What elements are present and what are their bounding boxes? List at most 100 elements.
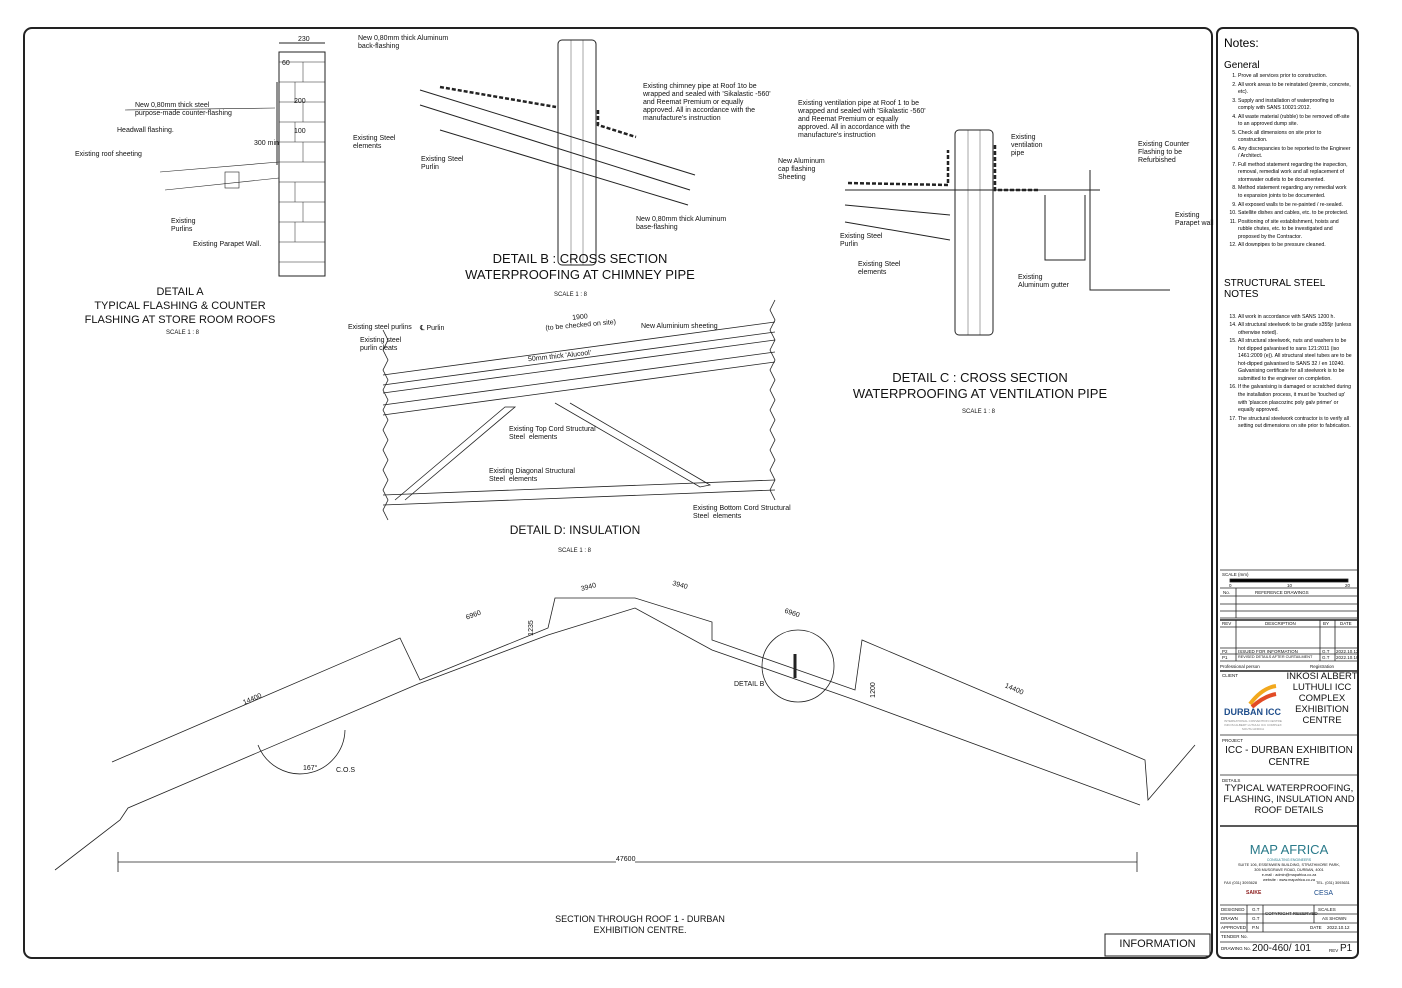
label-bottom-cord: Existing Bottom Cord Structural Steel el… [693, 505, 791, 521]
client-logo-text: DURBAN ICC [1224, 707, 1281, 717]
dim-47600: 47600 [616, 856, 636, 865]
dim-200: 200 [294, 98, 306, 105]
information-stamp: INFORMATION [1119, 938, 1196, 950]
dim-100: 100 [294, 128, 306, 135]
details-label: DETAILS [1222, 778, 1241, 783]
scale-label: SCALE (mm) [1222, 572, 1249, 577]
note-item: Positioning of site establishment, hoist… [1238, 219, 1352, 242]
ref-no-header: No. [1223, 590, 1231, 595]
rev-label: REV [1329, 948, 1339, 953]
client-logo-subtext: INTERNATIONAL CONVENTION CENTRE INKOSI A… [1224, 719, 1282, 731]
firm-subtitle: CONSULTING ENGINEERS [1266, 858, 1312, 862]
registration-label: Registration [1310, 664, 1335, 669]
rev-cell: P2 [1222, 649, 1228, 654]
designed-by: G.T [1252, 907, 1260, 912]
steel-notes-list: All work in accordance with SANS 1200 h.… [1224, 314, 1352, 431]
note-item: Full method statement regarding the insp… [1238, 162, 1352, 185]
label-centreline-purlin: ℄ Purlin [420, 325, 445, 332]
scale-tick: 10 [1287, 583, 1293, 588]
designed-label: DESIGNED [1221, 907, 1245, 912]
label-gutter: Existing Aluminum gutter [1018, 274, 1069, 290]
note-item: The structural steelwork contractor is t… [1238, 416, 1352, 431]
general-notes-list: Prove all services prior to construction… [1224, 73, 1352, 250]
dim-1200: 1200 [869, 682, 877, 698]
firm-email: e-mail : admin@mapafrica.co.za [1261, 873, 1317, 877]
firm-tel: TEL. (031) 3093631 [1316, 881, 1350, 885]
detail-d-title: DETAIL D: INSULATION [509, 523, 641, 537]
note-item: All structural steelwork, nuts and washe… [1238, 338, 1352, 383]
title-block-border [1216, 27, 1359, 959]
firm-logo-text: MAP AFRICA [1249, 842, 1329, 857]
saice-logo: SAIKE [1246, 890, 1262, 896]
label-headwall: Headwall flashing. [117, 127, 174, 134]
detail-a-scale: SCALE 1 : 8 [166, 330, 200, 336]
label-steel-elements: Existing Steel elements [353, 135, 396, 151]
label-ventilation-pipe: Existing ventilation pipe [1011, 134, 1043, 158]
reference-drawings-header: REFERENCE DRAWINGS [1255, 590, 1309, 595]
label-parapet: Existing Parapet Wall. [193, 241, 262, 248]
label-aluminium-sheeting: New Aluminium sheeting [641, 323, 718, 330]
firm-address-1: SUITE 106, ESSENWEN BUILDING, STRATHMORE… [1238, 863, 1340, 867]
detail-c-scale: SCALE 1 : 8 [962, 409, 996, 415]
label-parapet-wall-c: Existing Parapet wall [1175, 212, 1214, 228]
label-steel-purlin: Existing Steel Purlin [421, 156, 464, 172]
rev-cell: P1 [1222, 655, 1228, 660]
drawing-number: 200-460/ 101 [1252, 943, 1311, 954]
note-item: All waste material (rubble) to be remove… [1238, 114, 1352, 129]
desc-cell: REVISED DETAILS AFTER CURTAILMENT [1238, 655, 1313, 659]
detail-b-linework [419, 39, 696, 266]
project-label: PROJECT [1222, 738, 1244, 743]
structural-steel-heading: STRUCTURAL STEEL NOTES [1224, 277, 1325, 300]
note-item: Any discrepancies to be reported to the … [1238, 146, 1352, 161]
title-block-grid [1220, 569, 1358, 943]
label-detail-b-ref: DETAIL B [734, 681, 765, 688]
detail-d-linework [382, 299, 776, 521]
label-purlin-cleats: Existing steel purlin cleats [360, 337, 402, 353]
note-item: If the galvanising is damaged or scratch… [1238, 384, 1352, 414]
detail-c-linework [844, 129, 1170, 336]
firm-fax: FAX (031) 3093628 [1224, 881, 1257, 885]
client-name: INKOSI ALBERT LUTHULI ICC COMPLEX EXHIBI… [1286, 671, 1358, 726]
details-title: TYPICAL WATERPROOFING, FLASHING, INSULAT… [1223, 783, 1355, 816]
dim-1235: 1235 [527, 620, 535, 636]
revision-value: P1 [1340, 943, 1353, 954]
note-item: All structural steelwork to be grade s35… [1238, 322, 1352, 337]
angle-167: 167° [303, 765, 318, 772]
label-ventilation-pipe-note: Existing ventilation pipe at Roof 1 to b… [798, 100, 926, 140]
durban-icc-logo-icon [1248, 684, 1277, 708]
note-item: All downpipes to be pressure cleaned. [1238, 242, 1352, 250]
rev-header: REV [1222, 621, 1232, 626]
label-base-flashing: New 0,80mm thick Aluminum base-flashing [636, 216, 727, 232]
detail-d-scale: SCALE 1 : 8 [558, 548, 592, 554]
date-cell: 2022.10.12 [1336, 649, 1359, 654]
detail-a-linework [124, 42, 326, 277]
note-item: All work areas to be reinstated (premix,… [1238, 82, 1352, 97]
general-heading: General [1224, 60, 1260, 71]
professional-person-label: Professional person [1220, 664, 1260, 669]
label-top-cord: Existing Top Cord Structural Steel eleme… [509, 426, 596, 442]
dim-230: 230 [298, 36, 310, 43]
roof-section-linework [54, 597, 1211, 957]
project-name: ICC - DURBAN EXHIBITION CENTRE [1225, 745, 1353, 768]
desc-cell: ISSUED FOR INFORMATION [1238, 649, 1298, 654]
label-cap-flashing: New Aluminum cap flashing Sheeting [778, 158, 825, 182]
label-counter-flashing: New 0,80mm thick steel purpose-made coun… [135, 102, 232, 118]
note-item: All work in accordance with SANS 1200 h. [1238, 314, 1352, 322]
date-label: DATE [1310, 925, 1322, 930]
scales-value: AS SHOWN [1322, 916, 1347, 921]
drawing-no-label: DRAWING No. [1221, 946, 1251, 951]
scales-label: SCALES [1318, 907, 1336, 912]
label-back-flashing: New 0,80mm thick Aluminum back-flashing [358, 35, 449, 51]
cesa-logo: CESA [1314, 890, 1334, 897]
scale-tick: 0 [1229, 583, 1232, 588]
by-cell: G.T [1322, 655, 1330, 660]
scale-tick: 20 [1345, 583, 1351, 588]
date-header: DATE [1340, 621, 1352, 626]
detail-b-scale: SCALE 1 : 8 [554, 292, 588, 298]
